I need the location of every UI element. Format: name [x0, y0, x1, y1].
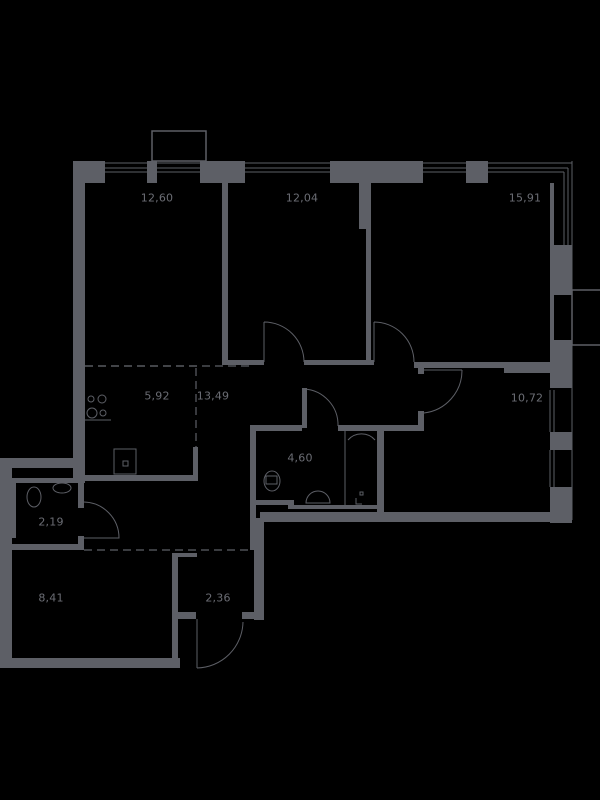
door-bathroom — [303, 388, 339, 427]
door-wc — [83, 501, 120, 539]
wall-door-jamb — [302, 388, 307, 428]
wall-wc-right — [78, 478, 84, 508]
faucet-icon — [355, 491, 364, 505]
stove-burner-icon — [87, 395, 95, 403]
wall-pier — [200, 161, 245, 183]
bath-counter — [256, 500, 294, 505]
room-area-entry-vestibule: 2,36 — [205, 591, 231, 605]
room-area-living-hall: 13,49 — [196, 389, 230, 403]
wall-bed2-bottom — [222, 360, 264, 365]
sink-icon — [305, 490, 331, 504]
balcony-top — [151, 130, 207, 162]
room-area-bedroom-4: 10,72 — [510, 391, 544, 405]
wall-kitchen-bottom — [85, 475, 198, 481]
zone-divider-kitchen — [85, 365, 200, 458]
toilet-icon — [26, 486, 42, 508]
wall-inner-right — [550, 183, 554, 245]
entry-door — [196, 619, 244, 669]
room-area-kitchen: 5,92 — [144, 389, 170, 403]
wall-bed3-bottom — [504, 362, 554, 373]
stove-burner-icon — [86, 407, 98, 419]
sink-icon — [52, 482, 72, 494]
wall-bath-left — [250, 425, 256, 550]
room-area-small-room: 8,41 — [38, 591, 64, 605]
wall-bed4-left — [377, 425, 384, 515]
room-area-bedroom-2: 12,04 — [285, 191, 319, 205]
room-area-bedroom-3: 15,91 — [508, 191, 542, 205]
wall-kitchen-right — [193, 447, 198, 480]
stove-burner-icon — [99, 409, 107, 417]
balcony-right — [571, 289, 600, 346]
wall-pier-right — [550, 245, 572, 295]
wall-left-lower — [0, 458, 12, 668]
door-jamb — [418, 368, 424, 374]
room-area-bathroom: 4,60 — [287, 451, 313, 465]
wall-pier-right — [550, 432, 572, 450]
door-bedroom-3 — [373, 321, 415, 363]
wall-bath-top — [250, 425, 302, 431]
wall-wc-bottom — [12, 544, 84, 550]
wall-pier — [466, 161, 488, 183]
door-jamb — [418, 411, 424, 431]
wall-bed2-bed3 — [359, 183, 371, 229]
wall-bath-top — [338, 425, 383, 431]
wall-bottom-mid — [260, 512, 385, 522]
room-area-wc: 2,19 — [38, 515, 64, 529]
wall-wc-inner-top — [12, 478, 84, 483]
toilet-icon — [263, 470, 281, 492]
door-bedroom-2 — [263, 321, 305, 363]
bathtub-icon — [344, 430, 376, 505]
wall-bed1-bed2 — [222, 183, 228, 363]
wall-wc-top — [0, 458, 85, 468]
wall-inner-right — [550, 295, 554, 340]
wall-8-41-right — [172, 553, 178, 668]
wall-bottom-right — [377, 512, 572, 522]
wall-wc-right — [78, 536, 84, 548]
wall-hall-right — [254, 520, 264, 620]
window-lines-right-lower — [549, 390, 555, 487]
wall-bed2-bottom — [304, 360, 374, 365]
bath-counter — [288, 505, 378, 509]
wall-left-upper — [73, 161, 85, 483]
wall-bed3-bottom — [414, 362, 554, 368]
wall-pier-right — [550, 340, 572, 388]
window-lines-top — [105, 162, 572, 173]
wall-bed2-bed3 — [366, 229, 371, 363]
door-bedroom-4 — [423, 369, 463, 414]
stove-burner-icon — [97, 394, 107, 404]
room-area-bedroom-1: 12,60 — [140, 191, 174, 205]
wall-bed4-left — [377, 425, 424, 431]
fridge-icon — [113, 448, 137, 475]
wall-pier — [330, 161, 423, 183]
wall-bottom-left — [0, 658, 180, 668]
door-jamb — [242, 612, 260, 619]
wall-pier — [147, 161, 157, 183]
door-jamb — [178, 612, 196, 619]
